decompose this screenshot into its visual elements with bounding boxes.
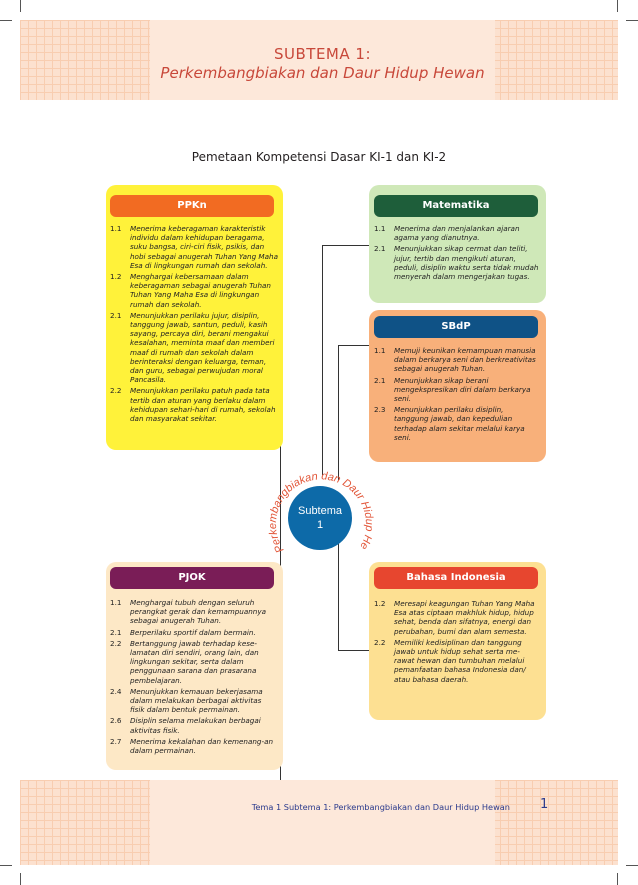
- item-text: Menghargai kebersamaan dalam keberagaman…: [130, 272, 271, 309]
- connector-line: [338, 345, 370, 346]
- item-number: 2.2: [374, 637, 386, 647]
- list-item: 1.1 Menerima keberagaman karakteristik in…: [110, 224, 278, 270]
- center-label-line2: 1: [317, 519, 323, 531]
- list-item: 2.1 Menunjukkan perilaku jujur, disiplin,…: [110, 311, 278, 385]
- pjok-items: 1.1 Menghargai tubuh dengan seluruh peran…: [110, 598, 278, 757]
- bahasa-header: Bahasa Indonesia: [374, 567, 538, 589]
- connector-line: [338, 650, 370, 651]
- item-number: 2.3: [374, 405, 386, 415]
- ppkn-header: PPKn: [110, 195, 274, 217]
- item-number: 2.2: [110, 386, 122, 396]
- item-number: 2.1: [110, 627, 122, 637]
- crop-mark: [20, 0, 21, 12]
- list-item: 1.1 Memuji keunikan kemampuan manusia dal…: [374, 346, 540, 374]
- item-number: 2.7: [110, 736, 122, 746]
- list-item: 1.2 Menghargai kebersamaan dalam keberaga…: [110, 272, 278, 309]
- item-text: Menunjukkan perilaku disiplin, tanggung …: [394, 405, 525, 442]
- list-item: 2.6 Disiplin selama melakukan berbagai ak…: [110, 716, 278, 734]
- list-item: 2.1 Menunjukkan sikap cermat dan teliti, …: [374, 244, 540, 281]
- item-text: Meresapi keagungan Tuhan Yang Maha Esa a…: [394, 599, 535, 636]
- item-number: 1.1: [110, 598, 122, 607]
- item-number: 2.1: [374, 244, 386, 254]
- crop-mark: [0, 865, 12, 866]
- connector-line: [280, 265, 281, 780]
- footer-panel: [150, 780, 495, 865]
- list-item: 2.2 Memiliki kedisiplinan dan tanggung ja…: [374, 638, 540, 684]
- item-number: 2.1: [110, 310, 122, 320]
- item-number: 2.6: [110, 716, 122, 726]
- pjok-box: [106, 562, 283, 770]
- item-text: Menunjukkan sikap berani mengekspresikan…: [394, 375, 531, 404]
- crop-mark: [0, 20, 12, 21]
- item-text: Menerima kekalahan dan kemenang-an dalam…: [130, 736, 274, 756]
- crop-mark: [617, 0, 618, 12]
- list-item: 2.4 Menunjukkan kemauan bekerjasama dalam…: [110, 687, 278, 715]
- item-text: Menghargai tubuh dengan seluruh perangka…: [130, 598, 267, 626]
- sbdp-items: 1.1 Memuji keunikan kemampuan manusia dal…: [374, 346, 540, 444]
- item-text: Menunjukkan perilaku jujur, disiplin, ta…: [130, 310, 275, 385]
- header-panel: [150, 20, 495, 100]
- page-number: 1: [540, 797, 549, 812]
- connector-line: [338, 345, 339, 480]
- item-text: Memuji keunikan kemampuan manusia dalam …: [394, 346, 536, 374]
- item-number: 1.2: [110, 272, 122, 282]
- matematika-header: Matematika: [374, 195, 538, 217]
- item-text: Memiliki kedisiplinan dan tanggung jawab…: [394, 637, 526, 684]
- footer-text: Tema 1 Subtema 1: Perkembangbiakan dan D…: [251, 802, 510, 812]
- connector-line: [322, 245, 370, 246]
- item-text: Disiplin selama melakukan berbagai aktiv…: [130, 716, 261, 735]
- list-item: 2.2 Menunjukkan perilaku patuh pada tata …: [110, 386, 278, 423]
- item-text: Bertanggung jawab terhadap kese-lamatan …: [130, 638, 259, 685]
- list-item: 1.1 Menghargai tubuh dengan seluruh peran…: [110, 598, 278, 626]
- ppkn-box: [106, 185, 283, 450]
- center-diagram: Subtema 1 Perkembangbiakan dan Daur Hidu…: [240, 445, 375, 555]
- matematika-items: 1.1 Menerima dan menjalankan ajaran agama…: [374, 224, 540, 283]
- item-text: Berperilaku sportif dalam bermain.: [130, 627, 256, 637]
- list-item: 1.2 Meresapi keagungan Tuhan Yang Maha Es…: [374, 599, 540, 636]
- item-number: 1.2: [374, 599, 386, 608]
- list-item: 2.7 Menerima kekalahan dan kemenang-an da…: [110, 737, 278, 755]
- item-number: 1.1: [110, 224, 122, 233]
- item-number: 2.4: [110, 686, 122, 696]
- ppkn-items: 1.1 Menerima keberagaman karakteristik in…: [110, 224, 278, 425]
- item-text: Menunjukkan perilaku patuh pada tata ter…: [130, 386, 276, 424]
- item-text: Menerima keberagaman karakteristik indiv…: [130, 224, 279, 270]
- item-number: 1.1: [374, 346, 386, 355]
- connector-line: [322, 245, 323, 475]
- center-circle: [288, 486, 352, 550]
- crop-mark: [617, 873, 618, 885]
- item-number: 1.1: [374, 224, 386, 233]
- bahasa-items: 1.2 Meresapi keagungan Tuhan Yang Maha Es…: [374, 599, 540, 686]
- sbdp-header: SBdP: [374, 316, 538, 338]
- subtema-title: Perkembangbiakan dan Daur Hidup Hewan: [160, 64, 485, 82]
- pjok-header: PJOK: [110, 567, 274, 589]
- center-label-line1: Subtema: [298, 505, 343, 517]
- crop-mark: [20, 873, 21, 885]
- list-item: 2.1 Berperilaku sportif dalam bermain.: [110, 628, 278, 637]
- item-number: 2.1: [374, 375, 386, 385]
- list-item: 2.3 Menunjukkan perilaku disiplin, tanggu…: [374, 405, 540, 442]
- subtema-label: SUBTEMA 1:: [274, 45, 371, 63]
- list-item: 2.1 Menunjukkan sikap berani mengekspresi…: [374, 376, 540, 404]
- crop-mark: [626, 20, 638, 21]
- list-item: 2.2 Bertanggung jawab terhadap kese-lamat…: [110, 639, 278, 685]
- item-text: Menunjukkan kemauan bekerjasama dalam me…: [130, 686, 263, 715]
- item-text: Menerima dan menjalankan ajaran agama ya…: [394, 224, 520, 243]
- crop-mark: [626, 865, 638, 866]
- list-item: 1.1 Menerima dan menjalankan ajaran agama…: [374, 224, 540, 242]
- section-title: Pemetaan Kompetensi Dasar KI-1 dan KI-2: [191, 150, 447, 164]
- item-number: 2.2: [110, 638, 122, 648]
- connector-line: [338, 535, 339, 650]
- item-text: Menunjukkan sikap cermat dan teliti, juj…: [394, 244, 539, 282]
